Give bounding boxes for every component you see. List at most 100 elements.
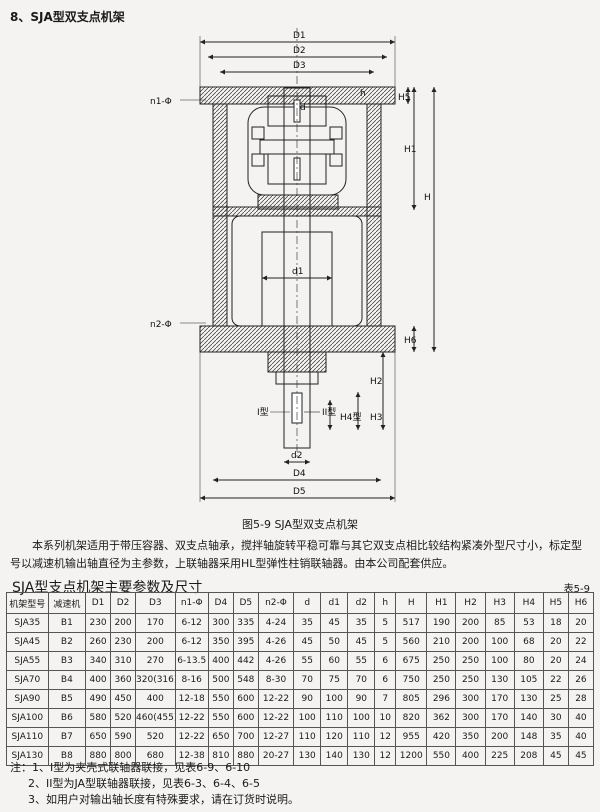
table-cell: 4-24 — [257, 613, 295, 633]
table-cell: 4-26 — [257, 632, 295, 652]
table-cell: 362 — [426, 708, 457, 728]
table-cell: B7 — [47, 727, 87, 747]
table-cell: 517 — [395, 613, 428, 633]
table-cell: 50 — [320, 632, 349, 652]
table-cell: 110 — [293, 727, 322, 747]
table-cell: 75 — [320, 670, 349, 690]
table-cell: 45 — [347, 632, 376, 652]
table-cell: 260 — [85, 632, 112, 652]
table-cell: 7 — [374, 689, 397, 709]
column-header: 减速机 — [47, 592, 87, 614]
table-cell: SJA45 — [6, 632, 49, 652]
table-cell: 6-13.5 — [174, 651, 209, 671]
table-cell: 148 — [513, 727, 544, 747]
dim-D5: D5 — [293, 487, 306, 497]
table-cell: 45 — [320, 613, 349, 633]
table-cell: 30 — [542, 708, 569, 728]
bottom-flange — [199, 325, 396, 353]
table-cell: 300 — [455, 689, 486, 709]
table-cell: 700 — [232, 727, 259, 747]
dim-D1: D1 — [293, 31, 306, 41]
column-header: D4 — [207, 592, 234, 614]
table-cell: 200 — [455, 632, 486, 652]
column-header: H5 — [542, 592, 569, 614]
table-cell: 200 — [135, 632, 176, 652]
column-header: d — [293, 592, 322, 614]
table-cell: 20 — [542, 632, 569, 652]
table-cell: 340 — [85, 651, 112, 671]
table-cell: 70 — [347, 670, 376, 690]
table-cell: 450 — [110, 689, 137, 709]
table-cell: 170 — [484, 708, 515, 728]
column-header: H4 — [513, 592, 544, 614]
table-cell: 6-12 — [174, 632, 209, 652]
dim-D3: D3 — [293, 61, 306, 71]
table-cell: SJA55 — [6, 651, 49, 671]
table-cell: 320(316) — [135, 670, 176, 690]
table-cell: 400 — [135, 689, 176, 709]
table-cell: 250 — [455, 670, 486, 690]
table-cell: 650 — [207, 727, 234, 747]
table-cell: 12 — [374, 727, 397, 747]
table-cell: 24 — [567, 651, 595, 671]
table-cell: 6 — [374, 651, 397, 671]
table-cell: 955 — [395, 727, 428, 747]
table-cell: 300 — [207, 613, 234, 633]
table-cell: 200 — [110, 613, 137, 633]
dim-D4: D4 — [293, 469, 306, 479]
dim-H6: H6 — [404, 336, 417, 346]
dim-n1: n1-Φ — [150, 97, 172, 107]
table-cell: B6 — [47, 708, 87, 728]
table-cell: 500 — [207, 670, 234, 690]
table-cell: 395 — [232, 632, 259, 652]
dim-H2: H2 — [370, 377, 383, 387]
table-cell: 805 — [395, 689, 428, 709]
dim-d2: d2 — [291, 451, 302, 461]
table-cell: 420 — [426, 727, 457, 747]
table-cell: 105 — [513, 670, 544, 690]
column-header: H3 — [484, 592, 515, 614]
table-cell: B1 — [47, 613, 87, 633]
table-cell: 5 — [374, 613, 397, 633]
column-header: n2-Φ — [257, 592, 295, 614]
table-cell: 120 — [320, 727, 349, 747]
table-cell: 130 — [513, 689, 544, 709]
table-cell: 100 — [347, 708, 376, 728]
table-cell: 35 — [542, 727, 569, 747]
column-header: h — [374, 592, 397, 614]
table-cell: 100 — [320, 689, 349, 709]
dim-D2: D2 — [293, 46, 306, 56]
table-cell: 12-38 — [174, 746, 209, 766]
table-cell: 26 — [567, 670, 595, 690]
table-cell: 800 — [110, 746, 137, 766]
table-cell: 210 — [426, 632, 457, 652]
table-cell: 460(455) — [135, 708, 176, 728]
table-cell: 100 — [484, 632, 515, 652]
note-2: 2、II型为JA型联轴器联接，见表6-3、6-4、6-5 — [28, 777, 260, 790]
table-cell: 250 — [426, 651, 457, 671]
dim-H5: H5 — [398, 93, 411, 103]
table-cell: 225 — [484, 746, 515, 766]
table-cell: 10 — [374, 708, 397, 728]
table-cell: 45 — [567, 746, 595, 766]
table-cell: 53 — [513, 613, 544, 633]
table-cell: 70 — [293, 670, 322, 690]
table-cell: 110 — [320, 708, 349, 728]
dim-H4: H4型 — [340, 412, 362, 423]
table-cell: 520 — [135, 727, 176, 747]
column-header: 机架型号 — [6, 592, 49, 614]
table-cell: 85 — [484, 613, 515, 633]
column-header: D5 — [232, 592, 259, 614]
table-cell: 28 — [567, 689, 595, 709]
table-cell: 4-26 — [257, 651, 295, 671]
column-header: D1 — [85, 592, 112, 614]
table-cell: 5 — [374, 632, 397, 652]
table-cell: 230 — [85, 613, 112, 633]
table-cell: 650 — [85, 727, 112, 747]
